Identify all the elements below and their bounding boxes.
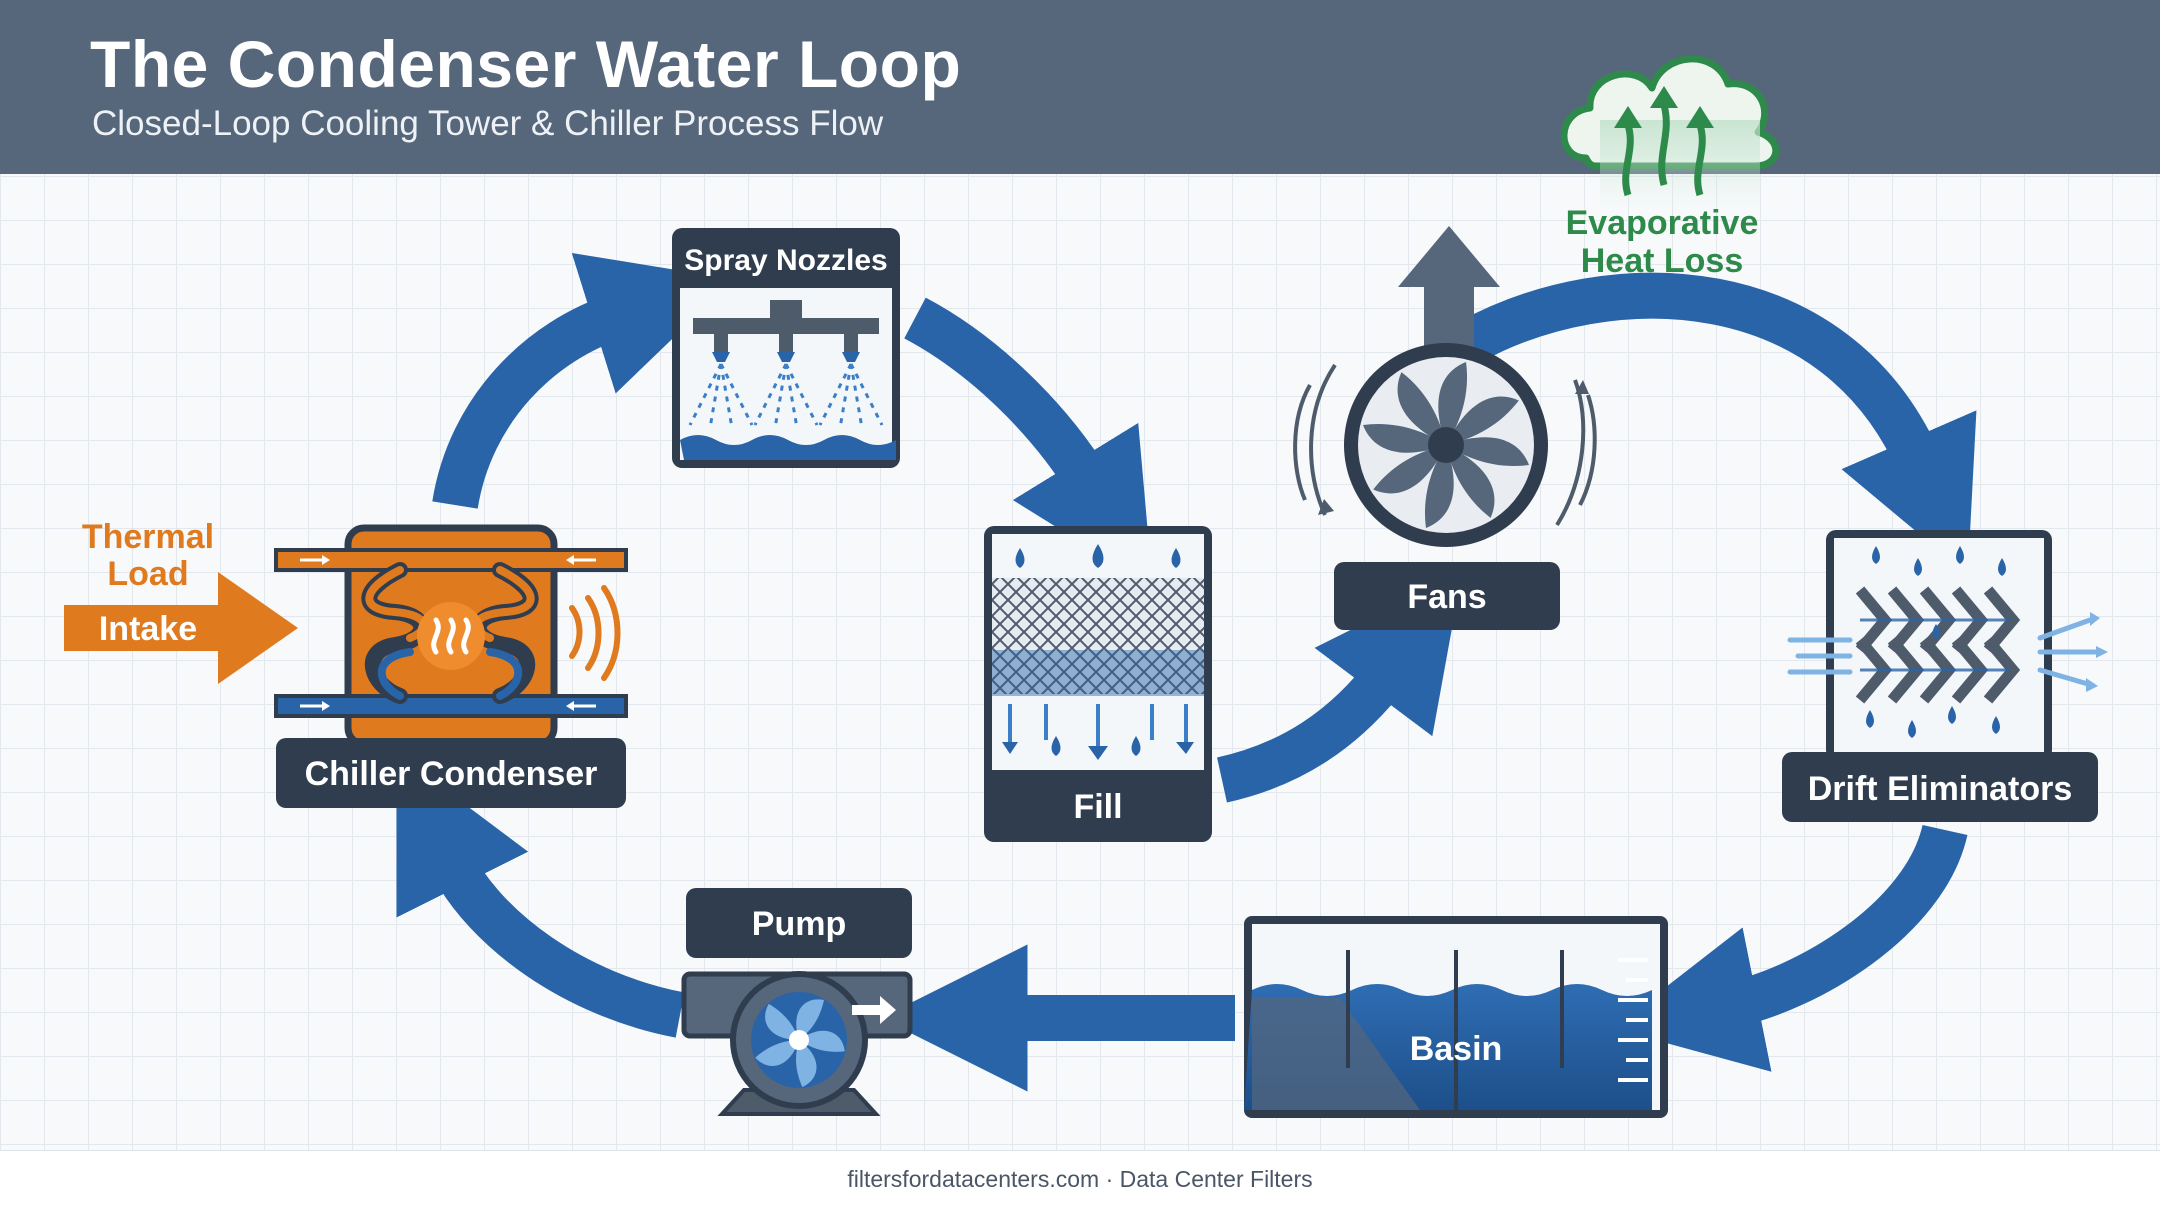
page-title: The Condenser Water Loop bbox=[90, 27, 962, 101]
flow-arrow-drift-to-basin bbox=[1612, 823, 1968, 1072]
fill-unit: Fill bbox=[984, 526, 1212, 842]
fill-label: Fill bbox=[1073, 788, 1122, 826]
footer-bar bbox=[0, 1150, 2160, 1206]
spray-nozzles-unit: Spray Nozzles bbox=[672, 228, 900, 468]
chiller-condenser-label: Chiller Condenser bbox=[305, 755, 598, 793]
drift-eliminators-label: Drift Eliminators bbox=[1808, 770, 2072, 808]
pump-label: Pump bbox=[752, 905, 846, 943]
fans-label: Fans bbox=[1407, 578, 1486, 616]
rotation-arcs-icon bbox=[1293, 363, 1597, 527]
thermal-intake-arrow-icon bbox=[64, 572, 298, 684]
drift-eliminators-unit: Drift Eliminators bbox=[1782, 530, 2108, 822]
thermal-load-intake: Thermal Load Intake bbox=[64, 518, 298, 684]
basin-icon bbox=[1244, 950, 1652, 1110]
pump-unit: Pump bbox=[681, 888, 913, 1116]
exhaust-up-arrow-icon bbox=[1398, 226, 1500, 287]
evaporative-label-line1: Evaporative bbox=[1566, 204, 1759, 242]
flow-arrow-fans-to-drift bbox=[1458, 272, 1977, 575]
flow-arrow-fill-to-fans bbox=[1216, 574, 1462, 803]
fans-unit: Fans bbox=[1293, 226, 1597, 630]
spray-nozzles-label: Spray Nozzles bbox=[684, 244, 887, 277]
pump-icon bbox=[681, 971, 913, 1116]
header-bar bbox=[0, 0, 2160, 174]
heat-waves-icon bbox=[569, 585, 621, 681]
evaporative-label-line2: Heat Loss bbox=[1581, 242, 1744, 280]
flow-arrow-pump-to-chiller bbox=[396, 753, 685, 1038]
spray-nozzle-icon bbox=[680, 300, 896, 460]
page-subtitle: Closed-Loop Cooling Tower & Chiller Proc… bbox=[92, 104, 884, 143]
thermal-label-line1: Thermal bbox=[82, 518, 214, 556]
thermal-intake-label: Intake bbox=[99, 610, 197, 648]
flow-arrow-spray-to-fill bbox=[904, 297, 1153, 587]
drift-eliminator-icon bbox=[1787, 546, 2108, 738]
flow-arrow-chiller-to-spray bbox=[432, 253, 735, 510]
chiller-condenser-unit: Chiller Condenser bbox=[274, 524, 628, 808]
fan-icon bbox=[1344, 343, 1548, 547]
heat-exchanger-icon bbox=[274, 524, 628, 748]
fill-media-icon bbox=[992, 544, 1204, 760]
cloud-icon bbox=[1560, 55, 1780, 210]
basin-unit: Basin bbox=[1244, 916, 1668, 1118]
thermal-label-line2: Load bbox=[107, 555, 188, 593]
footer-credit: filtersfordatacenters.com · Data Center … bbox=[847, 1166, 1313, 1192]
basin-label: Basin bbox=[1410, 1030, 1503, 1068]
evaporative-heat-loss: Evaporative Heat Loss bbox=[1560, 55, 1780, 280]
flow-arrows bbox=[396, 253, 1977, 1092]
